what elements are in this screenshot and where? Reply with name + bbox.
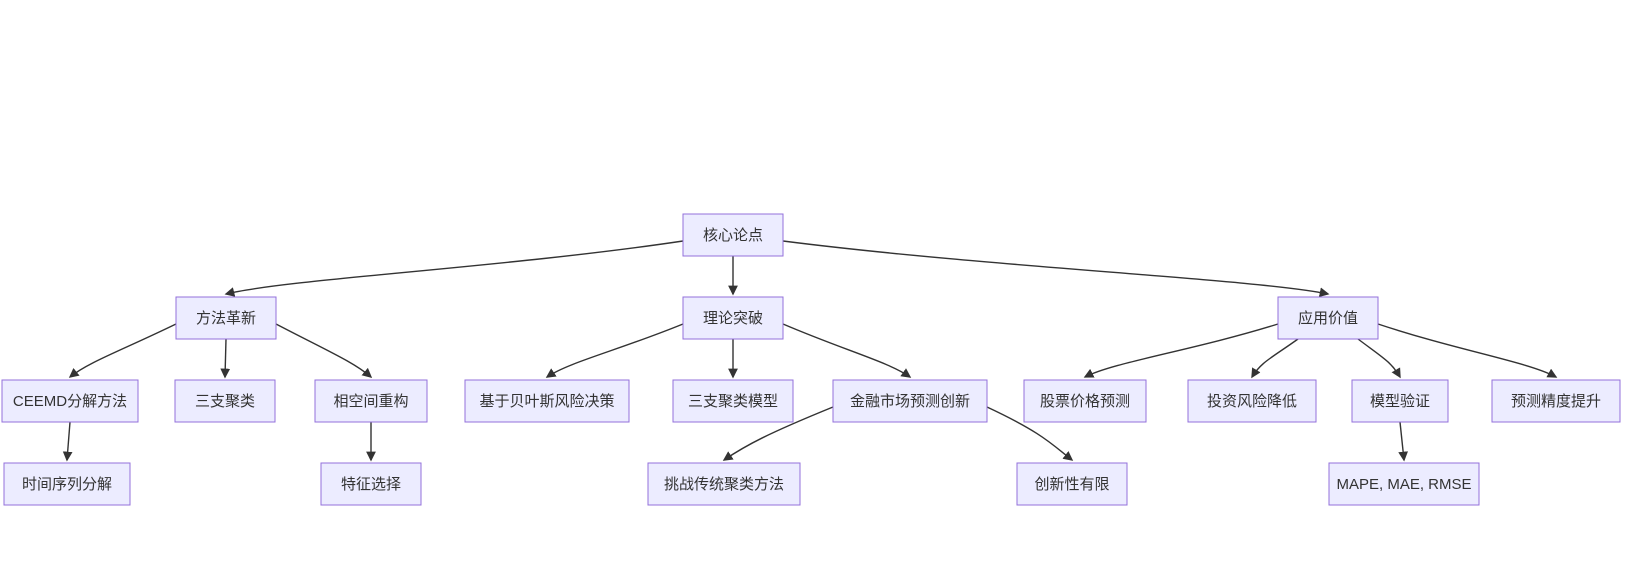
edge-value-accuracy — [1377, 323, 1558, 378]
edge-theory-finance — [782, 323, 912, 378]
edge-method-tclust — [220, 338, 231, 379]
node-box-value — [1277, 296, 1379, 340]
node-box-challenge — [647, 462, 801, 506]
node-box-root — [682, 213, 784, 257]
node-label-finance: 金融市场预测创新 — [850, 393, 970, 410]
node-label-tsdecomp: 时间序列分解 — [22, 476, 112, 493]
diagram-node-risk: 投资风险降低 — [1187, 379, 1317, 423]
edge-method-phase — [275, 323, 373, 378]
node-box-bayes — [464, 379, 630, 423]
edge-method-ceemd — [68, 323, 177, 378]
node-label-ceemd: CEEMD分解方法 — [13, 393, 127, 410]
node-label-feature: 特征选择 — [341, 476, 401, 493]
node-box-limited — [1016, 462, 1128, 506]
diagram-node-root: 核心论点 — [682, 213, 784, 257]
edge-finance-limited — [986, 406, 1074, 461]
diagram-node-stock: 股票价格预测 — [1023, 379, 1147, 423]
node-label-risk: 投资风险降低 — [1207, 393, 1297, 410]
diagram-node-accuracy: 预测精度提升 — [1491, 379, 1621, 423]
node-box-accuracy — [1491, 379, 1621, 423]
diagram-node-metrics: MAPE, MAE, RMSE — [1328, 462, 1480, 506]
node-label-metrics: MAPE, MAE, RMSE — [1336, 476, 1471, 493]
node-label-value: 应用价值 — [1298, 309, 1358, 327]
edge-finance-challenge — [722, 406, 834, 461]
node-box-risk — [1187, 379, 1317, 423]
edge-theory-bayes — [545, 323, 684, 378]
edge-root-value — [782, 240, 1330, 298]
diagram-node-validate: 模型验证 — [1351, 379, 1449, 423]
node-label-root: 核心论点 — [703, 227, 763, 244]
edge-value-risk — [1251, 338, 1299, 379]
node-label-accuracy: 预测精度提升 — [1511, 393, 1601, 410]
node-box-validate — [1351, 379, 1449, 423]
node-box-phase — [314, 379, 428, 423]
node-box-method — [175, 296, 277, 340]
node-label-tmodel: 三支聚类模型 — [688, 393, 778, 410]
diagram-node-method: 方法革新 — [175, 296, 277, 340]
edge-validate-metrics — [1398, 421, 1409, 462]
diagram-node-finance: 金融市场预测创新 — [832, 379, 988, 423]
edge-value-stock — [1083, 323, 1279, 378]
diagram-node-ceemd: CEEMD分解方法 — [1, 379, 139, 423]
node-box-feature — [320, 462, 422, 506]
node-box-tsdecomp — [3, 462, 131, 506]
edge-root-method — [224, 240, 684, 297]
node-label-phase: 相空间重构 — [333, 393, 408, 410]
node-box-tmodel — [672, 379, 794, 423]
diagram-node-tclust: 三支聚类 — [174, 379, 276, 423]
diagram-node-bayes: 基于贝叶斯风险决策 — [464, 379, 630, 423]
node-label-validate: 模型验证 — [1370, 393, 1430, 410]
edge-ceemd-tsdecomp — [62, 421, 73, 462]
diagram-node-value: 应用价值 — [1277, 296, 1379, 340]
diagram-node-limited: 创新性有限 — [1016, 462, 1128, 506]
node-box-theory — [682, 296, 784, 340]
node-label-theory: 理论突破 — [703, 310, 763, 327]
node-label-bayes: 基于贝叶斯风险决策 — [479, 393, 614, 410]
edge-layer — [62, 240, 1558, 462]
diagram-node-tsdecomp: 时间序列分解 — [3, 462, 131, 506]
node-label-stock: 股票价格预测 — [1040, 393, 1130, 410]
diagram-node-theory: 理论突破 — [682, 296, 784, 340]
node-label-challenge: 挑战传统聚类方法 — [664, 476, 784, 493]
node-box-metrics — [1328, 462, 1480, 506]
node-box-stock — [1023, 379, 1147, 423]
node-label-limited: 创新性有限 — [1034, 476, 1109, 493]
diagram-node-tmodel: 三支聚类模型 — [672, 379, 794, 423]
node-box-tclust — [174, 379, 276, 423]
diagram-node-challenge: 挑战传统聚类方法 — [647, 462, 801, 506]
node-label-tclust: 三支聚类 — [195, 393, 255, 410]
edge-value-validate — [1357, 338, 1401, 379]
node-box-finance — [832, 379, 988, 423]
node-label-method: 方法革新 — [196, 310, 256, 327]
diagram-node-phase: 相空间重构 — [314, 379, 428, 423]
node-box-ceemd — [1, 379, 139, 423]
diagram-node-feature: 特征选择 — [320, 462, 422, 506]
